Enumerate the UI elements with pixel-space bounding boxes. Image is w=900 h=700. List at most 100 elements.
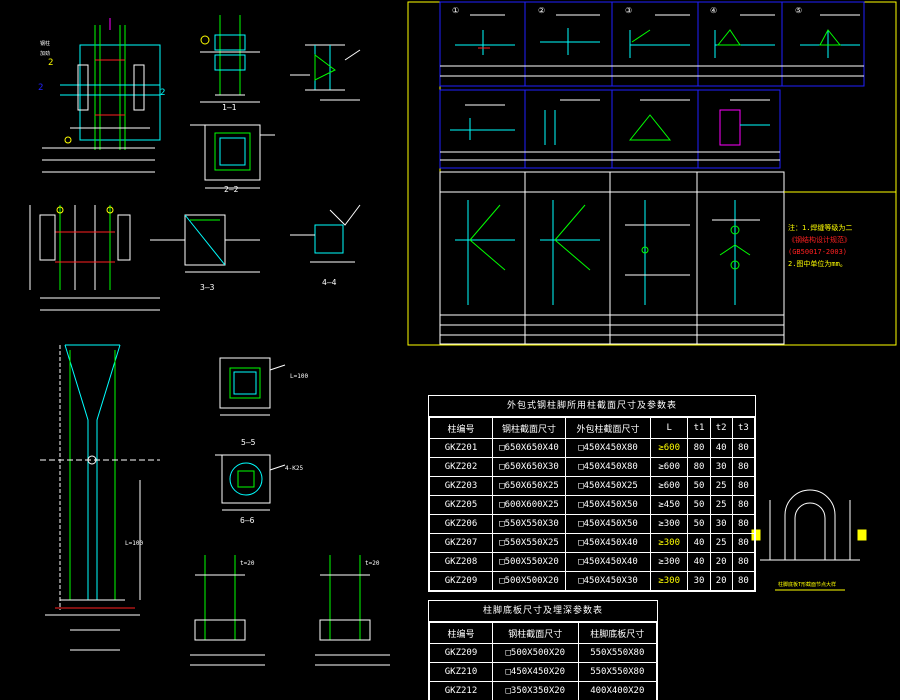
table-row: GKZ207 □550X550X25 □450X450X40 ≥300 40 2…: [429, 533, 756, 553]
section-6-6: [215, 454, 286, 511]
cell: 80: [731, 552, 756, 572]
base-table-title: 柱脚底板尺寸及埋深参数表: [429, 601, 657, 622]
weld-sketches-band2: [450, 99, 770, 146]
table-row: GKZ205 □600X600X25 □450X450X50 ≥450 50 2…: [429, 495, 756, 515]
cell: ≥300: [649, 533, 689, 553]
cell: 20: [709, 552, 733, 572]
weld-num-5: ⑤: [795, 6, 803, 15]
cell: GKZ202: [429, 457, 493, 477]
section-4-4: [290, 204, 361, 263]
table-row: GKZ209 □500X500X20 □450X450X30 ≥300 30 2…: [429, 571, 756, 591]
cell: ≥450: [649, 495, 689, 515]
base-plate-table: 柱脚底板尺寸及埋深参数表 柱编号 钢柱截面尺寸 柱脚底板尺寸 GKZ209 □5…: [428, 600, 658, 700]
weld-detail-top: [290, 44, 361, 101]
table-row: GKZ201 □650X650X40 □450X450X80 ≥600 80 4…: [429, 438, 756, 458]
cell: ≥600: [649, 457, 689, 477]
cell: 40: [709, 438, 733, 458]
section-2-2: [190, 124, 275, 189]
cell: GKZ206: [429, 514, 493, 534]
cell: □650X650X40: [492, 438, 566, 458]
cell: 80: [731, 571, 756, 591]
col-header-4: t1: [687, 417, 711, 439]
cell: □550X550X30: [492, 514, 566, 534]
cell: 50: [687, 514, 711, 534]
base-header-0: 柱编号: [429, 622, 493, 644]
svg-text:2: 2: [38, 83, 43, 93]
cell: 25: [709, 476, 733, 496]
cell: GKZ207: [429, 533, 493, 553]
col-header-3: L: [649, 417, 689, 439]
detail-t-section: [751, 489, 867, 591]
cell: □450X450X40: [565, 552, 651, 572]
sec66-note: 4-K25: [285, 465, 303, 472]
cell: □600X600X25: [492, 495, 566, 515]
cell: 400X400X20: [577, 681, 658, 700]
cell: □450X450X30: [565, 571, 651, 591]
cell: 550X550X80: [577, 643, 658, 663]
cell: 30: [709, 514, 733, 534]
weld-sketches-band1: [455, 14, 860, 58]
cell: ≥300: [649, 552, 689, 572]
col-header-0: 柱编号: [429, 417, 493, 439]
section-3-3: [150, 214, 260, 273]
cell: 80: [731, 476, 756, 496]
cell: ≥300: [649, 514, 689, 534]
label-1-1: 1—1: [222, 103, 237, 112]
cell: 30: [687, 571, 711, 591]
cell: 550X550X80: [577, 662, 658, 682]
svg-text:2: 2: [48, 58, 53, 68]
weld-num-3: ③: [625, 6, 633, 15]
cell: GKZ210: [429, 662, 493, 682]
cell: □450X450X50: [565, 495, 651, 515]
cell: 20: [709, 571, 733, 591]
table-row: GKZ203 □650X650X25 □450X450X25 ≥600 50 2…: [429, 476, 756, 496]
label-5-5: 5—5: [241, 438, 256, 447]
column-parameter-table: 外包式钢柱脚所用柱截面尺寸及参数表 柱编号 钢柱截面尺寸 外包柱截面尺寸 L t…: [428, 395, 756, 592]
cell: ≥300: [649, 571, 689, 591]
cell: 80: [731, 533, 756, 553]
cell: 80: [731, 438, 756, 458]
weld-num-4: ④: [710, 6, 718, 15]
label-3-3: 3—3: [200, 283, 215, 292]
detail-base-b: [315, 555, 390, 666]
cell: □450X450X80: [565, 438, 651, 458]
cell: 80: [731, 457, 756, 477]
cell: □550X550X25: [492, 533, 566, 553]
cell: □450X450X20: [492, 662, 579, 682]
table-row: GKZ206 □550X550X30 □450X450X50 ≥300 50 3…: [429, 514, 756, 534]
cell: GKZ201: [429, 438, 493, 458]
cell: □450X450X80: [565, 457, 651, 477]
detail-elevation-left: [29, 205, 160, 311]
cell: GKZ203: [429, 476, 493, 496]
weld-sketches-band3: [455, 200, 760, 305]
weld-panel-notes: 注：1.焊缝等级为二 《钢结构设计规范》 (GB50017-2003) 2.图中…: [788, 222, 852, 270]
cell: 40: [687, 533, 711, 553]
section-5-5: [219, 357, 286, 416]
cell: 25: [709, 495, 733, 515]
base-header-1: 钢柱截面尺寸: [492, 622, 579, 644]
cell: GKZ208: [429, 552, 493, 572]
note-line-1: 注：1.焊缝等级为二: [788, 224, 853, 232]
label-2-2: 2—2: [224, 185, 239, 194]
cell: □450X450X25: [565, 476, 651, 496]
cell: □650X650X30: [492, 457, 566, 477]
label-6-6: 6—6: [240, 516, 255, 525]
cell: □500X550X20: [492, 552, 566, 572]
base-header-2: 柱脚底板尺寸: [577, 622, 658, 644]
cell: 25: [709, 533, 733, 553]
column-table-header-row: 柱编号 钢柱截面尺寸 外包柱截面尺寸 L t1 t2 t3: [429, 417, 756, 439]
column-elevation: [40, 344, 160, 651]
section-1-1: [200, 15, 260, 103]
note-line-4: 2.图中单位为mm。: [788, 260, 847, 268]
note-line-3: (GB50017-2003): [788, 248, 848, 256]
col-header-2: 外包柱截面尺寸: [565, 417, 651, 439]
detail-base-a: [190, 555, 265, 666]
col-header-6: t3: [731, 417, 756, 439]
col-dim-L100: L=100: [125, 540, 143, 547]
cell: □450X450X50: [565, 514, 651, 534]
base-b-dim-t20: t=20: [365, 560, 380, 567]
col-header-1: 钢柱截面尺寸: [492, 417, 566, 439]
base-table-header-row: 柱编号 钢柱截面尺寸 柱脚底板尺寸: [429, 622, 658, 644]
weld-num-1: ①: [452, 6, 460, 15]
